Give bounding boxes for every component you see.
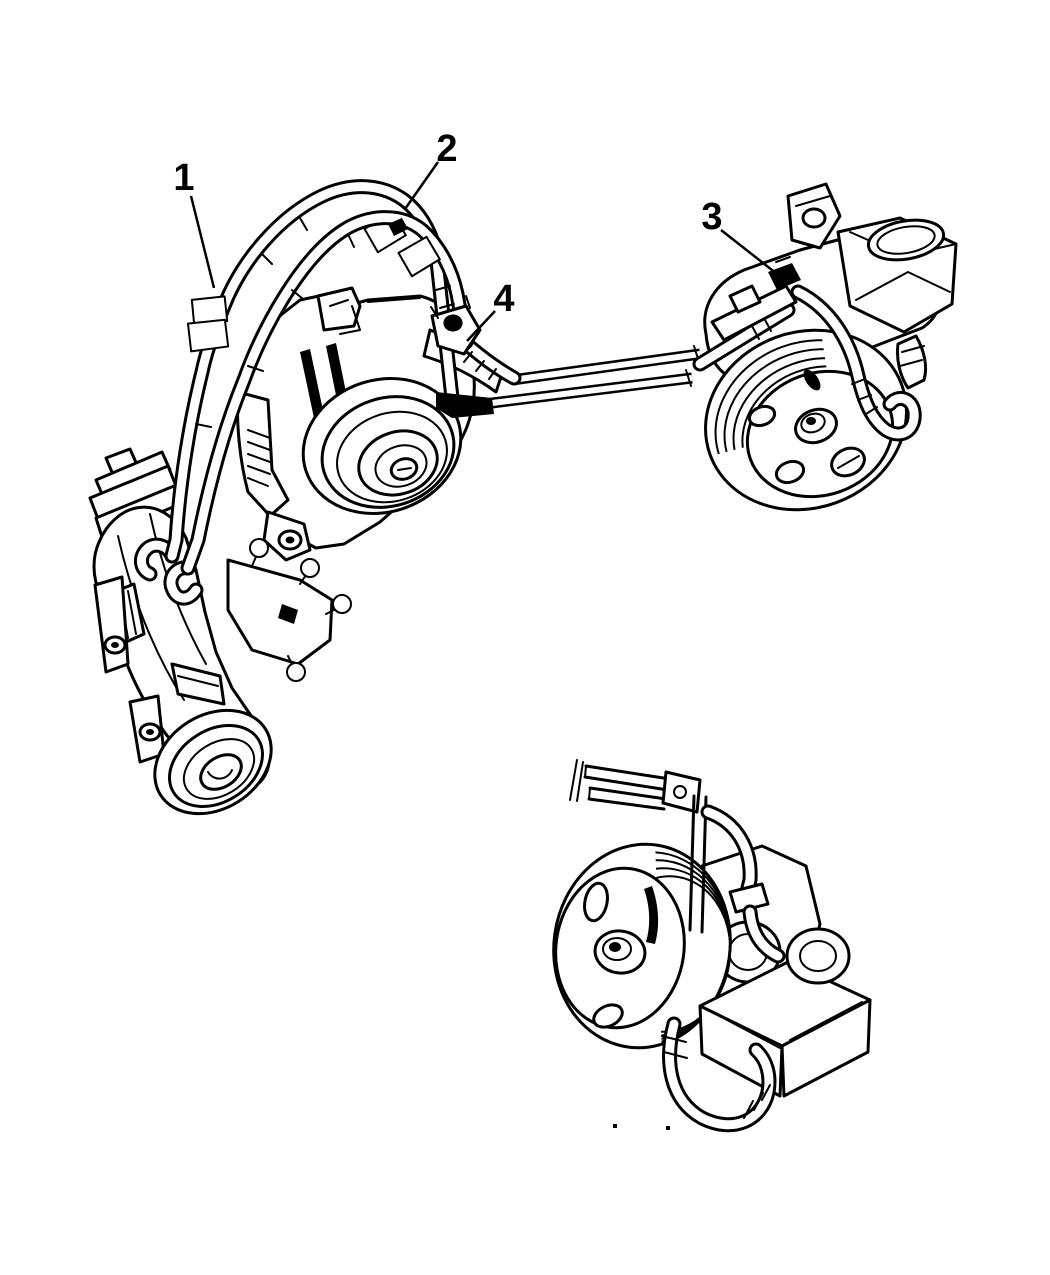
pump-front-bracket [710, 284, 798, 342]
hose-clamp [388, 218, 408, 236]
callout-4: 4 [466, 278, 515, 342]
speck [613, 1124, 617, 1128]
callout-1: 1 [173, 157, 216, 289]
callout-2-leader [403, 161, 440, 210]
lower-pump-pulley [552, 842, 732, 1050]
steering-gear [88, 447, 352, 816]
hose2-ferrule [397, 235, 441, 278]
lower-pump-return-hose [661, 1016, 777, 1133]
callout-1-label: 1 [173, 157, 194, 199]
gear-end-cap [153, 708, 273, 816]
lower-reservoir-cap [785, 927, 851, 985]
upper-pump-fittings [710, 256, 922, 442]
pump-reservoir [836, 216, 958, 334]
callout-1-leader [189, 195, 216, 289]
hose1-ferrule-upper [190, 295, 229, 327]
hose-routing-bracket [430, 295, 494, 418]
hose1-ferrule-lower [186, 318, 230, 353]
speck [666, 1126, 670, 1130]
callout-4-leader [466, 310, 496, 342]
callout-3-label: 3 [701, 196, 722, 238]
gear-mount-ear [93, 575, 130, 674]
pressure-fitting [768, 263, 801, 290]
reservoir-cap [866, 218, 946, 262]
lower-pump-lines [569, 759, 786, 964]
hydraulic-steel-lines [454, 302, 796, 410]
alternator-top-tab [316, 286, 362, 332]
power-steering-pump-lower [552, 759, 872, 1133]
pressure-hose-2 [163, 210, 474, 606]
callout-2-label: 2 [436, 128, 457, 170]
alternator-pulley [301, 377, 463, 515]
callout-2: 2 [403, 128, 458, 210]
callout-3: 3 [701, 196, 787, 282]
callout-4-label: 4 [493, 278, 514, 320]
lower-pump-reservoir [698, 927, 872, 1098]
callout-3-leader [720, 229, 787, 282]
line-foot-bracket [436, 392, 494, 418]
